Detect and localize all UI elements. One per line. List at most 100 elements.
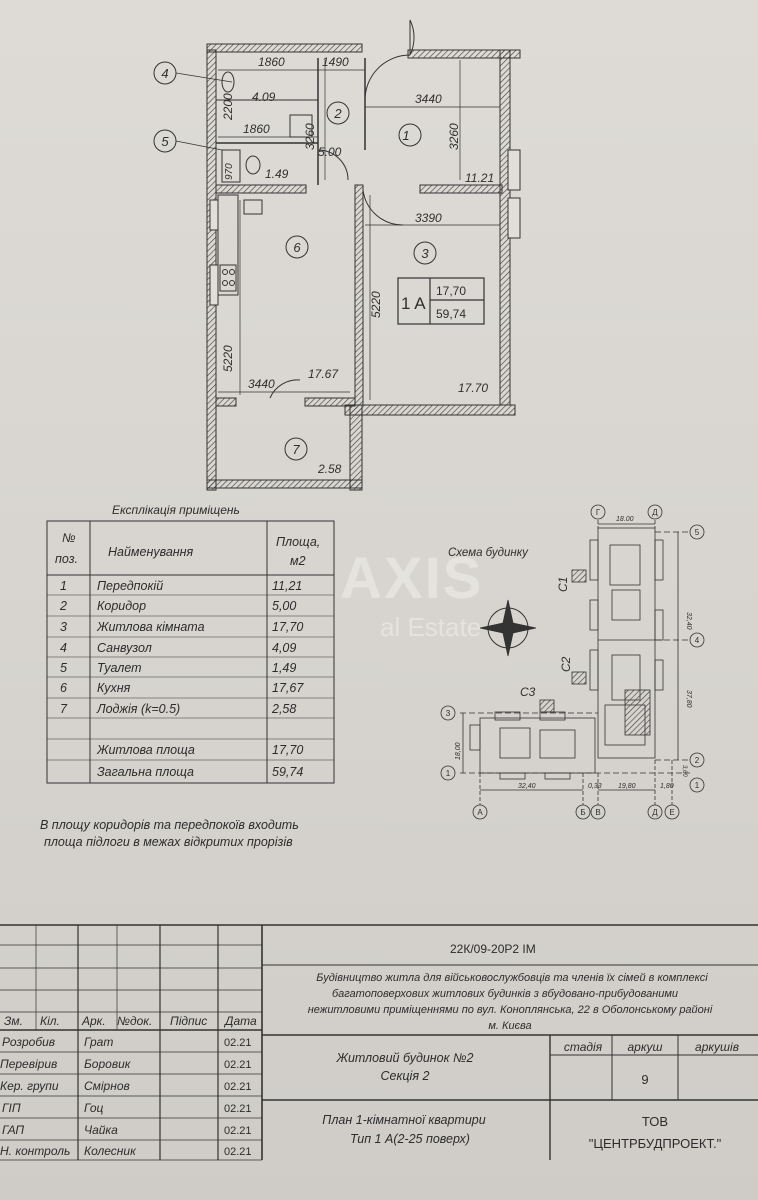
head-pos: поз. [55,552,78,566]
note-line-2: площа підлоги в межах відкритих прорізів [44,835,293,849]
area-hall: 11.21 [465,171,494,185]
axis-2: 2 [695,756,700,765]
axis-b: Б [580,808,585,817]
sheets-header: аркушів [695,1040,739,1054]
section-name: Секція 2 [381,1069,430,1083]
staff-name-6: Колесник [84,1144,137,1158]
staff-name-4: Гоц [84,1101,104,1115]
axis-1-right: 1 [695,781,700,790]
staff-date-3: 02.21 [224,1081,252,1093]
scheme-labels: Схема будинку С1 С2 С3 18.00 32,40 37,80… [446,508,700,817]
axis-e: Е [669,808,674,817]
dim-1490: 1490 [322,55,349,69]
area-toilet: 1.49 [265,167,289,181]
project-line-2: багатоповерхових житлових будинків з вбу… [332,988,678,1000]
stage-header: стадія [564,1040,603,1054]
dim-2200: 2200 [221,93,235,121]
section-c3-label: С3 [520,685,536,699]
note-line-1: В площу коридорів та передпокоїв входить [40,818,299,832]
head-pidpys: Підпис [170,1014,207,1028]
dim-32-40-horizontal: 32,40 [518,783,536,790]
explication-title: Експлікація приміщень [112,503,240,517]
row-4-area: 4,09 [272,641,296,655]
axis-d-top: Д [652,508,658,517]
dim-3260-right: 3260 [447,123,461,150]
apartment-living-area: 17,70 [436,284,466,298]
explication-text: Експлікація приміщень № поз. Найменуванн… [55,503,320,779]
row-7-area: 2,58 [271,702,296,716]
staff-date-2: 02.21 [224,1059,252,1071]
plan-labels: 1860 1490 3440 1860 3390 3440 3260 3260 … [161,55,494,476]
project-line-1: Будівництво житла для військовослужбовці… [316,972,708,984]
staff-role-2: Перевірив [0,1057,57,1071]
dim-3-60: 3,60 [681,765,687,777]
area-loggia: 2.58 [317,462,342,476]
dim-32-40-vertical: 32,40 [685,612,692,630]
scheme-title: Схема будинку [448,547,529,559]
dim-0-33: 0,33 [588,783,602,790]
row-5-name: Туалет [97,661,142,675]
head-zm: Зм. [4,1014,23,1028]
title-block-text: 22К/09-20Р2 ІМ Будівництво житла для вій… [0,942,739,1158]
staff-date-4: 02.21 [224,1103,252,1115]
row-1-name: Передпокій [97,579,163,593]
row-6-area: 17,67 [272,681,304,695]
dim-5220-center: 5220 [369,291,383,318]
staff-role-1: Розробив [2,1035,55,1049]
row-7-no: 7 [60,702,68,716]
dim-1860-top: 1860 [258,55,285,69]
dim-1860-mid: 1860 [243,122,270,136]
axis-g: Г [596,508,601,517]
plan-type: Тип 1 А(2-25 поверх) [350,1132,470,1146]
room-number-7: 7 [292,442,300,457]
dim-3390: 3390 [415,211,442,225]
row-4-no: 4 [60,641,67,655]
project-code: 22К/09-20Р2 ІМ [450,942,536,956]
room-number-1: 1 [402,128,409,143]
dim-37-80: 37,80 [685,690,692,708]
dim-19-80: 19,80 [618,783,636,790]
dim-1-80: 1,80 [660,783,674,790]
living-area-label: Житлова площа [96,743,195,757]
room-number-2: 2 [333,106,342,121]
staff-role-3: Кер. групи [0,1079,59,1093]
building-scheme [440,504,705,820]
area-bath: 4.09 [252,90,276,104]
dim-18-00: 18.00 [616,516,634,523]
note: В площу коридорів та передпокоїв входить… [40,818,299,849]
area-kitchen: 17.67 [308,367,339,381]
apartment-type-label: 1 A [401,294,426,313]
head-no: № [62,531,76,545]
org-type: ТОВ [642,1114,668,1129]
building-name: Житловий будинок №2 [335,1051,473,1065]
row-3-area: 17,70 [272,620,303,634]
row-4-name: Санвузол [97,641,152,655]
explication-table [46,520,335,784]
staff-date-6: 02.21 [224,1146,252,1158]
apartment-total-area: 59,74 [436,307,466,321]
plan-title: План 1-кімнатної квартири [322,1113,485,1127]
row-6-name: Кухня [97,681,131,695]
staff-name-2: Боровик [84,1057,132,1071]
staff-role-4: ГІП [2,1101,21,1115]
total-area-value: 59,74 [272,765,303,779]
room-number-4: 4 [161,66,168,81]
axis-d-bottom: Д [652,808,658,817]
staff-role-6: Н. контроль [0,1144,70,1158]
row-1-no: 1 [60,579,67,593]
head-data: Дата [223,1014,257,1028]
title-block-frame [0,924,758,1161]
dim-3440-bottom: 3440 [248,377,275,391]
sheet-header: аркуш [628,1040,663,1054]
row-1-area: 11,21 [272,579,302,593]
staff-date-1: 02.21 [224,1037,252,1049]
head-ndok: №док. [117,1014,152,1028]
row-5-no: 5 [60,661,67,675]
sheet-number: 9 [641,1072,648,1087]
staff-name-5: Чайка [84,1123,118,1137]
axis-4: 4 [695,636,700,645]
row-3-no: 3 [60,620,67,634]
dim-970: 970 [224,163,235,180]
